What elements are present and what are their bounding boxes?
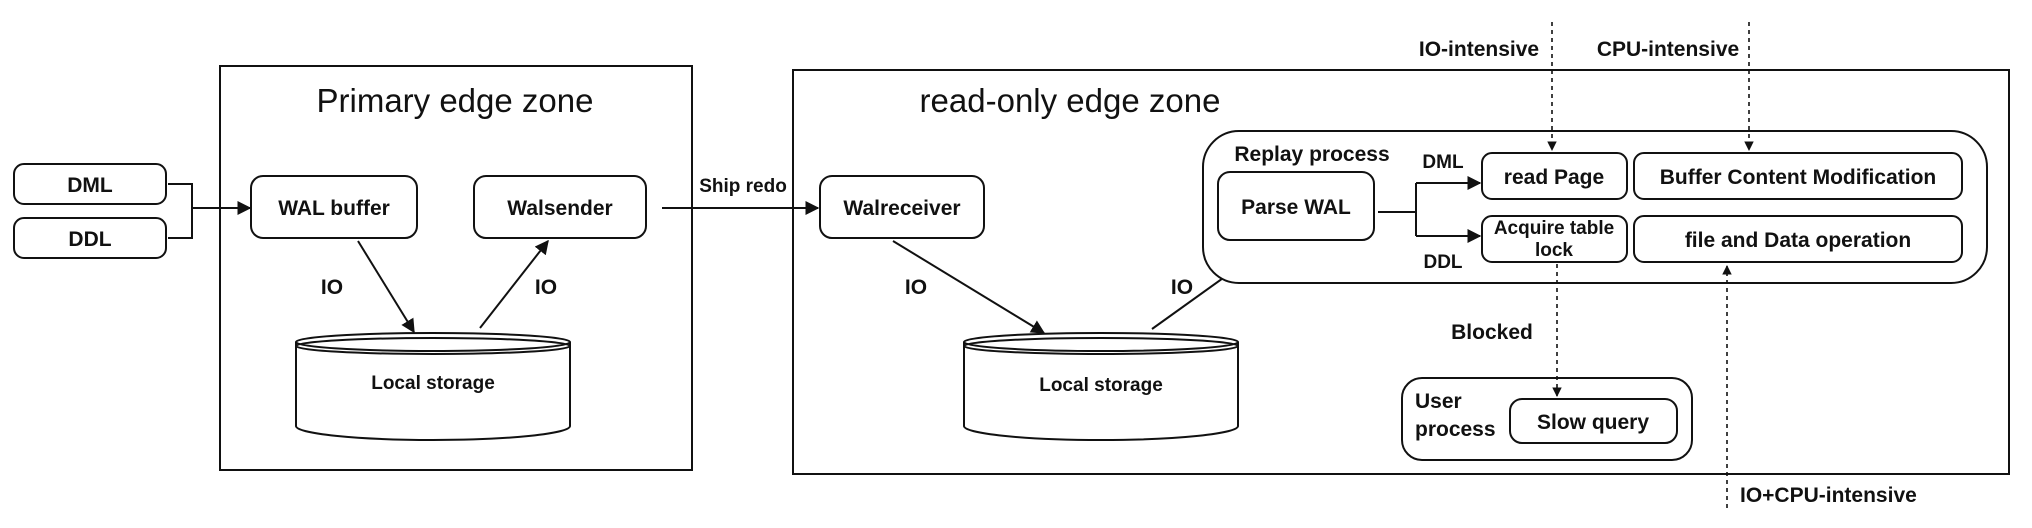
- file-data-operation-box: file and Data operation: [1633, 215, 1963, 263]
- file-data-operation-label: file and Data operation: [1685, 229, 1911, 252]
- buffer-content-modification-label: Buffer Content Modification: [1660, 166, 1936, 189]
- acquire-table-lock-label-line1: Acquire table: [1494, 218, 1614, 239]
- acquire-table-lock-box: Acquire table lock: [1481, 215, 1628, 263]
- dml-input-label: DML: [67, 174, 113, 197]
- readonly-storage-label: Local storage: [1039, 375, 1163, 396]
- read-page-box: read Page: [1481, 152, 1628, 200]
- blocked-label: Blocked: [1451, 321, 1533, 344]
- ship-redo-link: Ship redo: [662, 176, 820, 215]
- wal-buffer-box: WAL buffer: [250, 175, 418, 239]
- wal-buffer-label: WAL buffer: [278, 197, 390, 220]
- readonly-io-write-arrow: [892, 240, 1046, 334]
- primary-storage-label: Local storage: [371, 373, 495, 394]
- slow-query-box: Slow query: [1509, 398, 1678, 444]
- ship-redo-label: Ship redo: [699, 176, 787, 197]
- primary-zone-title: Primary edge zone: [317, 82, 594, 119]
- primary-edge-zone: Primary edge zone WAL buffer Walsender I…: [219, 65, 693, 471]
- readonly-zone-title: read-only edge zone: [920, 82, 1221, 119]
- walreceiver-box: Walreceiver: [819, 175, 985, 239]
- primary-io-write-arrow: [357, 240, 415, 334]
- buffer-content-modification-box: Buffer Content Modification: [1633, 152, 1963, 200]
- primary-io-read-label: IO: [535, 276, 557, 299]
- walreceiver-label: Walreceiver: [843, 197, 960, 220]
- io-intensive-label: IO-intensive: [1419, 38, 1539, 61]
- replay-process-container: Replay process Parse WAL DML DDL read Pa…: [1202, 130, 1988, 284]
- ddl-input-label: DDL: [68, 228, 111, 251]
- walsender-box: Walsender: [473, 175, 647, 239]
- slow-query-label: Slow query: [1537, 411, 1649, 434]
- replay-branch-connector: [1378, 176, 1482, 243]
- ddl-input: DDL: [13, 217, 167, 259]
- readonly-io-read-label: IO: [1171, 276, 1193, 299]
- dml-input: DML: [13, 163, 167, 205]
- input-merge-connector: [168, 183, 252, 239]
- io-cpu-intensive-label: IO+CPU-intensive: [1740, 484, 1917, 507]
- parse-wal-label: Parse WAL: [1241, 196, 1351, 219]
- replay-ddl-label: DDL: [1423, 252, 1462, 273]
- readonly-local-storage-cylinder: Local storage: [963, 332, 1239, 441]
- replay-process-title: Replay process: [1234, 143, 1389, 166]
- walsender-label: Walsender: [507, 197, 612, 220]
- primary-io-read-arrow: [479, 239, 549, 329]
- user-process-label-line2: process: [1415, 418, 1496, 441]
- readonly-io-write-label: IO: [905, 276, 927, 299]
- primary-local-storage-cylinder: Local storage: [295, 332, 571, 441]
- replay-dml-label: DML: [1422, 152, 1464, 173]
- primary-io-write-label: IO: [321, 276, 343, 299]
- parse-wal-box: Parse WAL: [1217, 171, 1375, 241]
- user-process-label-line1: User: [1415, 390, 1462, 413]
- read-page-label: read Page: [1504, 166, 1604, 189]
- readonly-edge-zone: read-only edge zone Walreceiver IO Local…: [792, 69, 2010, 475]
- cpu-intensive-label: CPU-intensive: [1597, 38, 1739, 61]
- user-process-container: User process Slow query: [1401, 377, 1693, 461]
- acquire-table-lock-label-line2: lock: [1535, 240, 1573, 261]
